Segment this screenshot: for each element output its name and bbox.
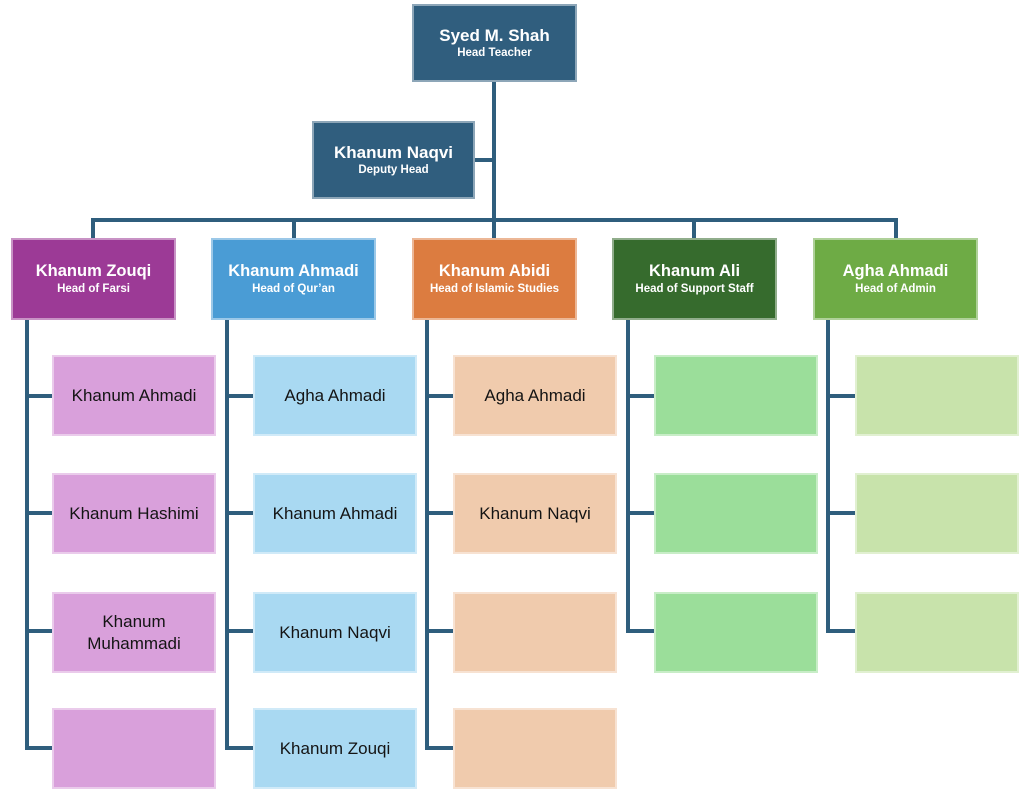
connector-line (225, 746, 253, 750)
connector-line (225, 629, 253, 633)
connector-line (475, 158, 494, 162)
member-box (855, 355, 1019, 436)
connector-line (25, 746, 52, 750)
person-title: Head of Admin (855, 282, 936, 295)
member-box: Khanum Naqvi (253, 592, 417, 673)
connector-line (626, 629, 654, 633)
person-name: Khanum Ahmadi (228, 262, 359, 281)
connector-line (25, 629, 52, 633)
connector-line (292, 218, 296, 238)
member-box: Khanum Ahmadi (52, 355, 216, 436)
connector-line (25, 320, 29, 750)
connector-line (626, 511, 654, 515)
dept-head-box-farsi: Khanum Zouqi Head of Farsi (11, 238, 176, 320)
person-name: Khanum Ali (648, 262, 741, 281)
member-box (855, 592, 1019, 673)
connector-line (826, 511, 855, 515)
member-box (453, 708, 617, 789)
dept-head-box-support-staff: Khanum Ali Head of Support Staff (612, 238, 777, 320)
member-box (52, 708, 216, 789)
person-title: Head of Islamic Studies (429, 282, 560, 295)
connector-line (25, 394, 52, 398)
member-box (654, 592, 818, 673)
member-box: Khanum Zouqi (253, 708, 417, 789)
connector-line (91, 218, 896, 222)
member-box: Khanum Muhammadi (52, 592, 216, 673)
connector-line (25, 511, 52, 515)
person-name: Agha Ahmadi (842, 262, 949, 281)
connector-line (492, 82, 496, 238)
member-box (855, 473, 1019, 554)
person-name: Khanum Naqvi (333, 142, 454, 162)
dept-head-box-quran: Khanum Ahmadi Head of Qur’an (211, 238, 376, 320)
connector-line (225, 511, 253, 515)
org-box-head-teacher: Syed M. Shah Head Teacher (412, 4, 577, 82)
connector-line (425, 746, 453, 750)
org-box-deputy-head: Khanum Naqvi Deputy Head (312, 121, 475, 199)
connector-line (425, 320, 429, 750)
person-name: Khanum Abidi (438, 262, 551, 281)
dept-head-box-admin: Agha Ahmadi Head of Admin (813, 238, 978, 320)
connector-line (626, 320, 630, 632)
connector-line (826, 394, 855, 398)
connector-line (225, 394, 253, 398)
member-box (654, 355, 818, 436)
person-title: Head Teacher (457, 47, 532, 60)
person-title: Deputy Head (358, 164, 429, 177)
person-name: Khanum Zouqi (35, 262, 152, 281)
member-box: Khanum Ahmadi (253, 473, 417, 554)
member-box: Agha Ahmadi (253, 355, 417, 436)
member-box (654, 473, 818, 554)
connector-line (425, 629, 453, 633)
member-box: Khanum Naqvi (453, 473, 617, 554)
person-title: Head of Support Staff (635, 282, 754, 295)
member-box: Khanum Hashimi (52, 473, 216, 554)
person-title: Head of Qur’an (252, 282, 335, 295)
connector-line (425, 394, 453, 398)
connector-line (826, 629, 855, 633)
person-title: Head of Farsi (57, 282, 130, 295)
dept-head-box-islamic-studies: Khanum Abidi Head of Islamic Studies (412, 238, 577, 320)
connector-line (692, 218, 696, 238)
connector-line (91, 218, 95, 238)
connector-line (225, 320, 229, 750)
connector-line (626, 394, 654, 398)
connector-line (894, 218, 898, 238)
connector-line (826, 320, 830, 632)
person-name: Syed M. Shah (439, 25, 550, 45)
member-box: Agha Ahmadi (453, 355, 617, 436)
member-box (453, 592, 617, 673)
connector-line (425, 511, 453, 515)
